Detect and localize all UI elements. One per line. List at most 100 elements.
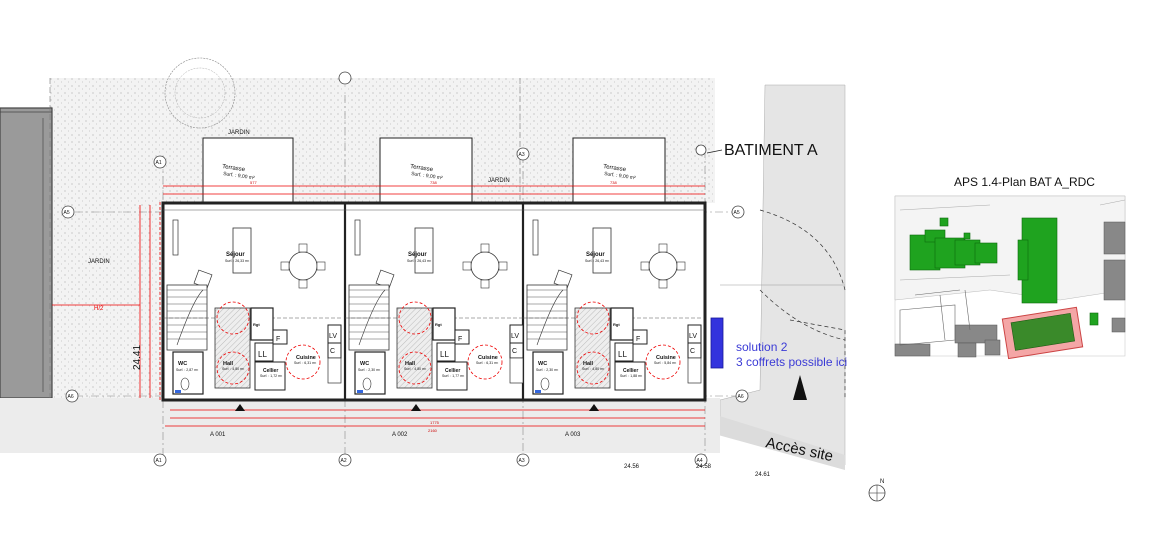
grid-bubble-a1-bottom: A1 [153,453,167,467]
grid-bubble-a3-bottom: A3 [516,453,530,467]
room-label-lv: LV [511,333,519,340]
unit-name-1: A 001 [210,432,226,438]
room-area-hall: Surf. : 4,80 m² [404,367,427,371]
room-label-hall: Hall [405,361,416,367]
room-area-cellier: Surf. : 1,88 m² [620,374,643,378]
svg-text:A2: A2 [341,458,347,464]
room-label-lv: LV [329,333,337,340]
room-label-rgt: Rgt [435,322,442,327]
grid-bubble-a4-bottom: A4 [694,453,708,467]
setback-label: H/2 [94,306,104,312]
building-title: BATIMENT A [724,142,818,159]
staircase [166,284,208,351]
svg-text:A1: A1 [156,458,162,464]
grid-bubble-a2-bottom: A2 [338,453,352,467]
room-label-ll: LL [440,350,449,359]
room-label-c: C [512,348,517,355]
garden-label-top: JARDIN [228,130,250,136]
room-label-rgt: Rgt [613,322,620,327]
room-area-sejour: Surf. : 26,43 m² [585,259,610,263]
terrace-area-1: Surf. : 9,00 m² [223,171,256,181]
key-plan: APS 1.4-Plan BAT A_RDC [894,175,1126,360]
terrace-label-2: Terrasse [410,164,434,173]
room-label-cellier: Cellier [445,368,460,374]
note-line1: solution 2 [736,340,788,354]
note-line2: 3 coffrets possible ici [736,355,847,369]
grid-bubble-a6-right: A6 [735,389,749,403]
svg-text:738: 738 [430,180,437,185]
staircase [526,284,568,351]
room-area-wc: Surf. : 2,30 m² [536,368,559,372]
spot-level-3: 24.61 [755,472,771,478]
terrace-label-3: Terrasse [603,164,627,173]
svg-text:A4: A4 [697,458,703,464]
room-label-wc: WC [178,361,187,367]
room-area-hall: Surf. : 4,80 m² [582,367,605,371]
room-label-cuisine: Cuisine [656,355,676,361]
tree [164,57,236,129]
spot-level-2: 24.58 [696,464,712,470]
grid-bubble-a5-left: A5 [61,205,75,219]
room-label-wc: WC [538,361,547,367]
terraces: Terrasse Surf. : 9,00 m² Terrasse Surf. … [202,137,666,204]
staircase [348,284,390,351]
garden-label-left: JARDIN [88,259,110,265]
room-area-cuisine: Surf. : 5,84 m² [654,361,677,365]
room-label-wc: WC [360,361,369,367]
svg-text:A3: A3 [519,152,525,158]
svg-text:577: 577 [250,180,257,185]
room-label-cuisine: Cuisine [478,355,498,361]
room-area-hall: Surf. : 4,80 m² [222,367,245,371]
elevation-label: 24.41 [132,345,143,370]
garden-label-mid: JARDIN [488,178,510,184]
room-label-f: F [458,336,462,343]
spot-level-1: 24.56 [624,464,640,470]
grid-bubble-a3-top: A3 [516,147,530,161]
room-area-sejour: Surf. : 26,43 m² [407,259,432,263]
svg-text:A1: A1 [156,160,162,166]
room-area-cuisine: Surf. : 6,31 m² [476,361,499,365]
neighbour-building [0,107,53,399]
room-label-lv: LV [689,333,697,340]
room-label-rgt: Rgt [253,322,260,327]
room-label-hall: Hall [583,361,594,367]
terrace-area-2: Surf. : 9,00 m² [411,171,444,181]
room-area-cuisine: Surf. : 6,31 m² [294,361,317,365]
room-label-cellier: Cellier [263,368,278,374]
room-area-cellier: Surf. : 1,72 m² [260,374,283,378]
room-label-f: F [636,336,640,343]
grid-bubble-a1-top: A1 [153,155,167,169]
room-label-f: F [276,336,280,343]
unit-name-2: A 002 [392,432,408,438]
room-label-ll: LL [618,350,627,359]
room-label-sejour: Séjour [226,252,245,258]
north-arrow-icon: N [868,479,886,502]
room-label-c: C [330,348,335,355]
grid-bubble-a6-left: A6 [65,389,79,403]
room-label-hall: Hall [223,361,234,367]
grid-bubble-a5-right: A5 [731,205,745,219]
svg-text:A5: A5 [734,210,740,216]
room-area-wc: Surf. : 2,30 m² [358,368,381,372]
utility-box-proposal [710,317,724,369]
terrace-label-1: Terrasse [222,164,246,173]
svg-text:2160: 2160 [428,428,438,433]
terrace-area-3: Surf. : 9,00 m² [604,171,637,181]
room-label-cellier: Cellier [623,368,638,374]
room-area-sejour: Surf. : 26,33 m² [225,259,250,263]
svg-text:N: N [880,479,884,485]
room-label-sejour: Séjour [408,252,427,258]
room-label-cuisine: Cuisine [296,355,316,361]
room-label-sejour: Séjour [586,252,605,258]
svg-text:1775: 1775 [430,420,440,425]
room-area-wc: Surf. : 2,87 m² [176,368,199,372]
entrance-triangle-icon [235,404,599,411]
unit-name-3: A 003 [565,432,581,438]
svg-text:A3: A3 [519,458,525,464]
svg-text:A5: A5 [64,210,70,216]
